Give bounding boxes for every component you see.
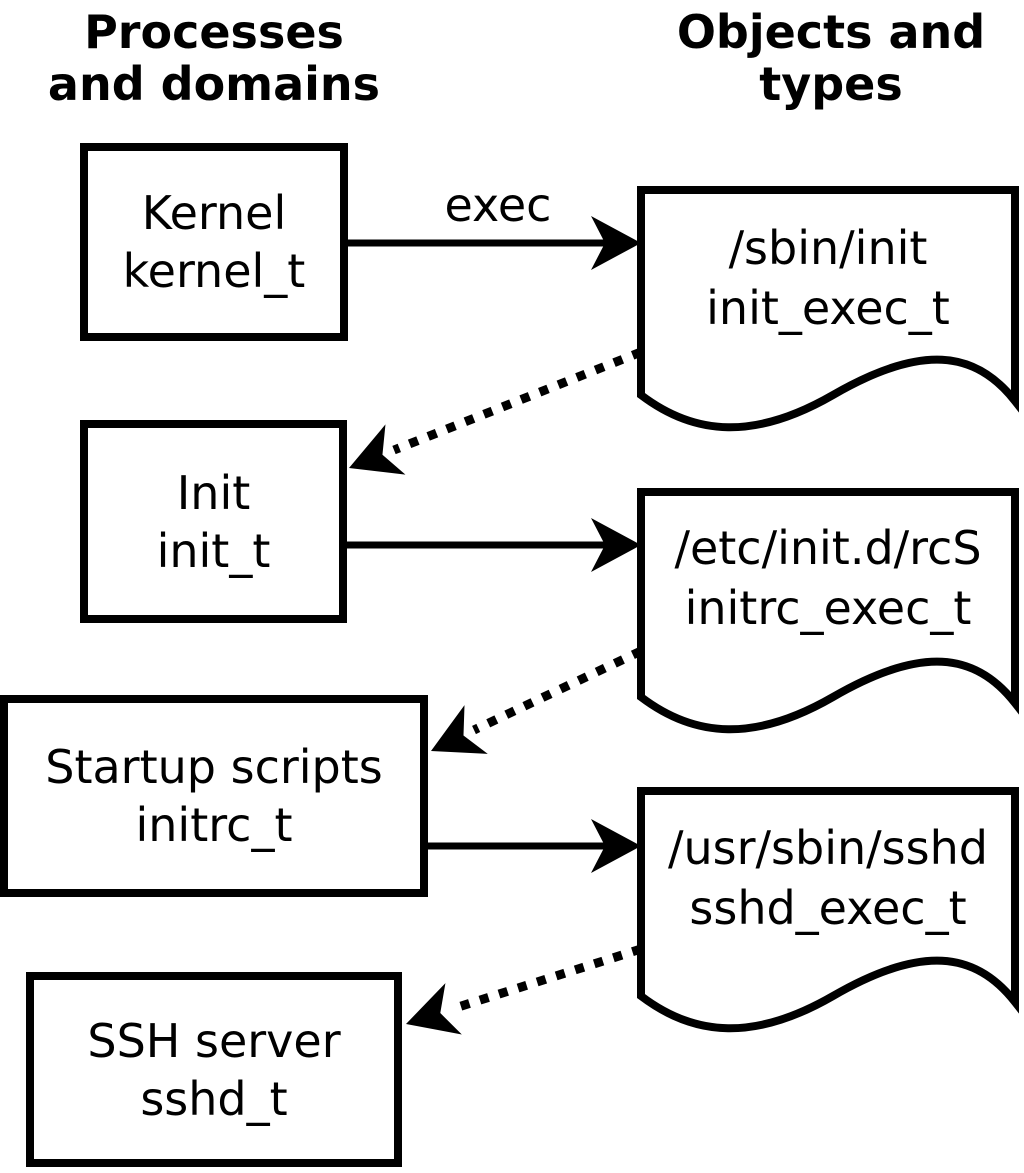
exec-arrow-init-to-rcs bbox=[347, 518, 641, 572]
process-box-kernel: Kernel kernel_t bbox=[80, 143, 348, 341]
transition-arrow-to-init bbox=[349, 347, 643, 475]
document-type: sshd_exec_t bbox=[689, 881, 967, 935]
column-header-objects: Objects and types bbox=[621, 6, 1024, 110]
header-line: Processes bbox=[84, 5, 344, 59]
header-line: Objects and bbox=[676, 5, 986, 59]
document-type: initrc_exec_t bbox=[684, 581, 972, 635]
document-type: init_exec_t bbox=[706, 281, 950, 335]
process-name: Startup scripts bbox=[45, 740, 383, 794]
process-name: SSH server bbox=[87, 1013, 341, 1068]
process-name: Init bbox=[176, 465, 251, 520]
header-line: types bbox=[759, 57, 903, 111]
document-shape-usr-sbin-sshd bbox=[637, 787, 1019, 1033]
document-shape-sbin-init bbox=[637, 186, 1019, 432]
process-type: kernel_t bbox=[122, 244, 306, 298]
exec-arrow-initrc-to-sshd bbox=[428, 819, 641, 873]
document-label-usr-sbin-sshd: /usr/sbin/sshd sshd_exec_t bbox=[641, 818, 1015, 938]
process-type: initrc_t bbox=[135, 798, 293, 852]
document-path: /etc/init.d/rcS bbox=[674, 521, 982, 575]
exec-arrow-label: exec bbox=[444, 178, 552, 232]
document-shape-etc-initd-rcs bbox=[637, 488, 1019, 734]
process-box-init: Init init_t bbox=[80, 420, 347, 623]
transition-arrow-to-initrc bbox=[431, 646, 643, 754]
document-label-sbin-init: /sbin/init init_exec_t bbox=[641, 218, 1015, 338]
column-header-processes: Processes and domains bbox=[4, 6, 424, 110]
document-label-etc-initd-rcs: /etc/init.d/rcS initrc_exec_t bbox=[641, 518, 1015, 638]
document-path: /usr/sbin/sshd bbox=[668, 821, 988, 875]
process-box-ssh-server: SSH server sshd_t bbox=[26, 972, 402, 1167]
process-type: sshd_t bbox=[140, 1071, 288, 1126]
header-line: and domains bbox=[47, 57, 381, 111]
process-box-startup-scripts: Startup scripts initrc_t bbox=[0, 695, 428, 897]
transition-arrow-to-sshd bbox=[406, 944, 643, 1035]
process-type: init_t bbox=[156, 523, 271, 578]
process-name: Kernel bbox=[141, 186, 287, 240]
document-path: /sbin/init bbox=[728, 221, 928, 275]
